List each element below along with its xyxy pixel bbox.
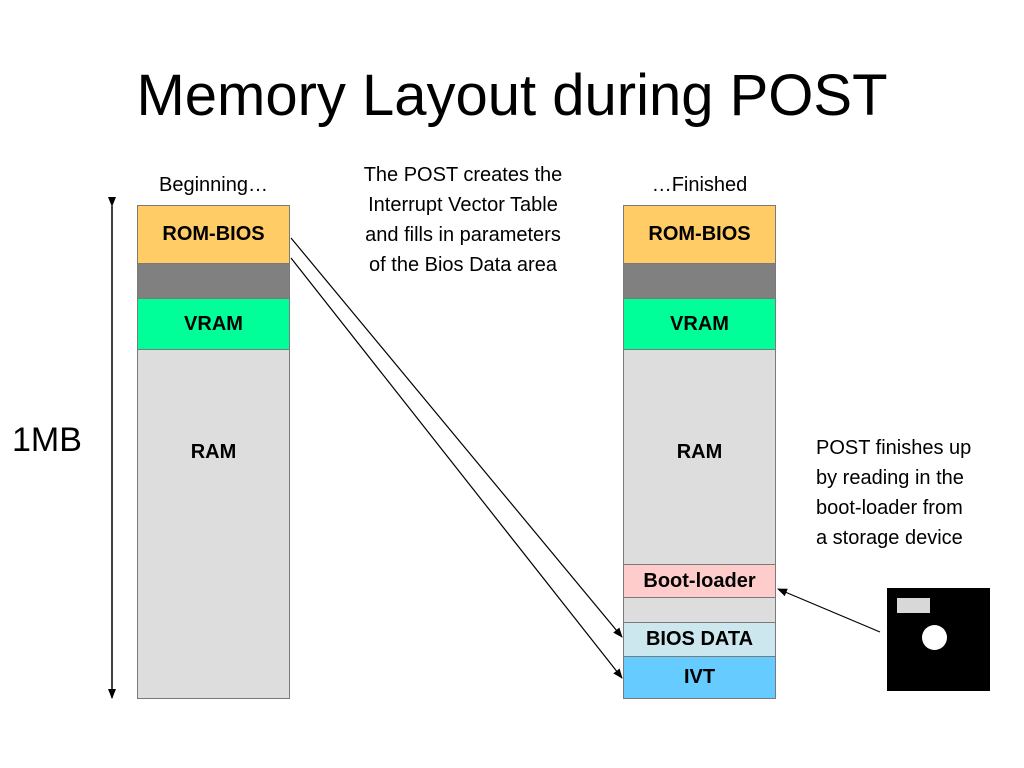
right-rom-bios-label: ROM-BIOS	[648, 223, 751, 245]
post-finishes-note: POST finishes up by reading in the boot-…	[816, 433, 1016, 553]
right-boot-loader-block: Boot-loader	[623, 564, 776, 598]
post-creates-note-line: of the Bios Data area	[369, 254, 557, 276]
left-rom-bios-label: ROM-BIOS	[162, 223, 265, 245]
post-creates-note: The POST creates the Interrupt Vector Ta…	[322, 160, 604, 280]
left-reserved-gap-block	[137, 263, 290, 299]
right-bios-data-label: BIOS DATA	[645, 628, 754, 650]
left-rom-bios-block: ROM-BIOS	[137, 205, 290, 264]
right-column-heading: …Finished	[651, 174, 748, 196]
right-ivt-label: IVT	[683, 666, 716, 688]
right-ram-block: RAM	[623, 349, 776, 565]
floppy-disk-icon	[887, 588, 990, 691]
floppy-label-area	[897, 598, 930, 613]
left-ram-block: RAM	[137, 349, 290, 699]
right-boot-loader-label: Boot-loader	[643, 569, 756, 592]
right-reserved-gap-block	[623, 263, 776, 299]
post-finishes-note-line: POST finishes up	[816, 437, 972, 459]
post-creates-note-line: Interrupt Vector Table	[368, 194, 558, 216]
post-finishes-note-line: boot-loader from	[816, 497, 963, 519]
right-rom-bios-block: ROM-BIOS	[623, 205, 776, 264]
right-bios-data-block: BIOS DATA	[623, 622, 776, 657]
post-creates-note-line: and fills in parameters	[365, 224, 561, 246]
right-memory-column: ROM-BIOS VRAM RAM Boot-loader BIOS DATA …	[623, 205, 776, 699]
right-ram-label: RAM	[676, 441, 723, 463]
right-vram-label: VRAM	[670, 312, 729, 335]
post-finishes-note-line: by reading in the	[816, 467, 964, 489]
floppy-to-boot-loader-arrow	[777, 588, 881, 633]
left-vram-block: VRAM	[137, 298, 290, 350]
left-memory-column: ROM-BIOS VRAM RAM	[137, 205, 290, 699]
left-ram-label: RAM	[190, 441, 237, 463]
slide-title: Memory Layout during POST	[136, 63, 888, 128]
memory-size-label: 1MB	[12, 421, 82, 459]
left-column-heading: Beginning…	[159, 174, 268, 196]
floppy-hub-hole	[922, 625, 947, 650]
right-ivt-block: IVT	[623, 656, 776, 699]
right-free-block	[623, 597, 776, 623]
rom-to-ivt-arrow	[290, 257, 623, 679]
post-creates-note-line: The POST creates the	[363, 164, 563, 186]
right-vram-block: VRAM	[623, 298, 776, 350]
post-finishes-note-line: a storage device	[816, 527, 963, 549]
left-vram-label: VRAM	[184, 312, 243, 335]
rom-to-bios-data-arrow	[290, 237, 623, 638]
